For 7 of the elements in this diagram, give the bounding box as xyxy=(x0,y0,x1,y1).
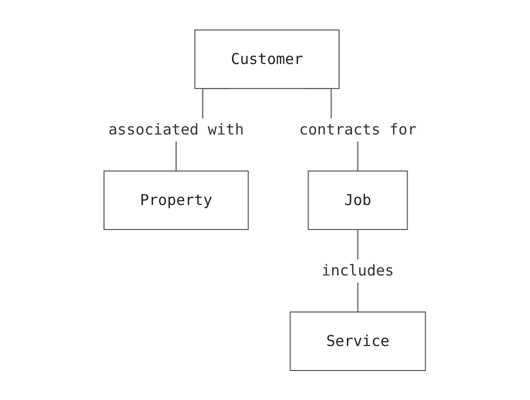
node-box: Job xyxy=(308,170,408,230)
node-box: Service xyxy=(290,311,426,371)
node-box: Property xyxy=(104,170,250,230)
edge-label: contracts for xyxy=(299,120,417,138)
edge-label: includes xyxy=(322,261,394,280)
node-box: Customer xyxy=(194,29,340,89)
edge-label: associated with xyxy=(108,120,244,138)
